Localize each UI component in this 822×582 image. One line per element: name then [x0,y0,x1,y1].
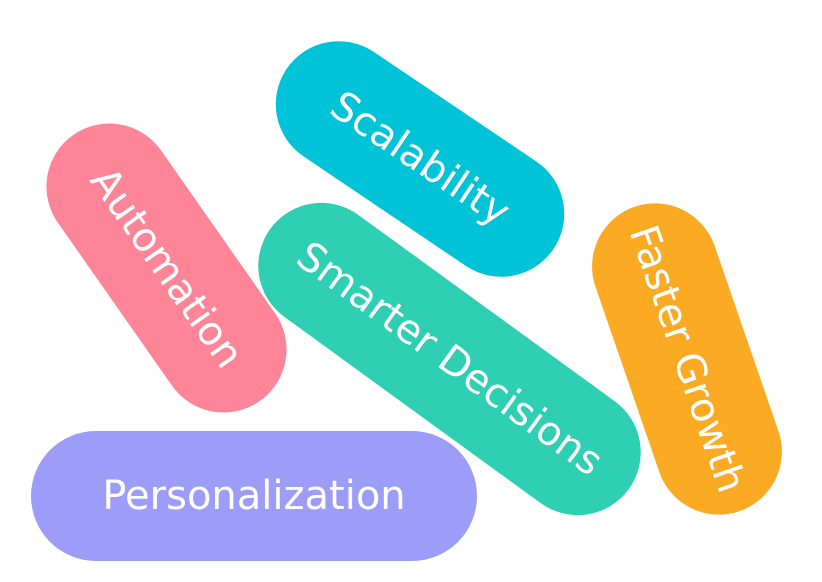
faster-growth-label: Faster Growth [619,219,755,499]
personalization-label: Personalization [102,473,406,519]
personalization-pill: Personalization [31,431,477,561]
automation-label: Automation [80,159,253,377]
